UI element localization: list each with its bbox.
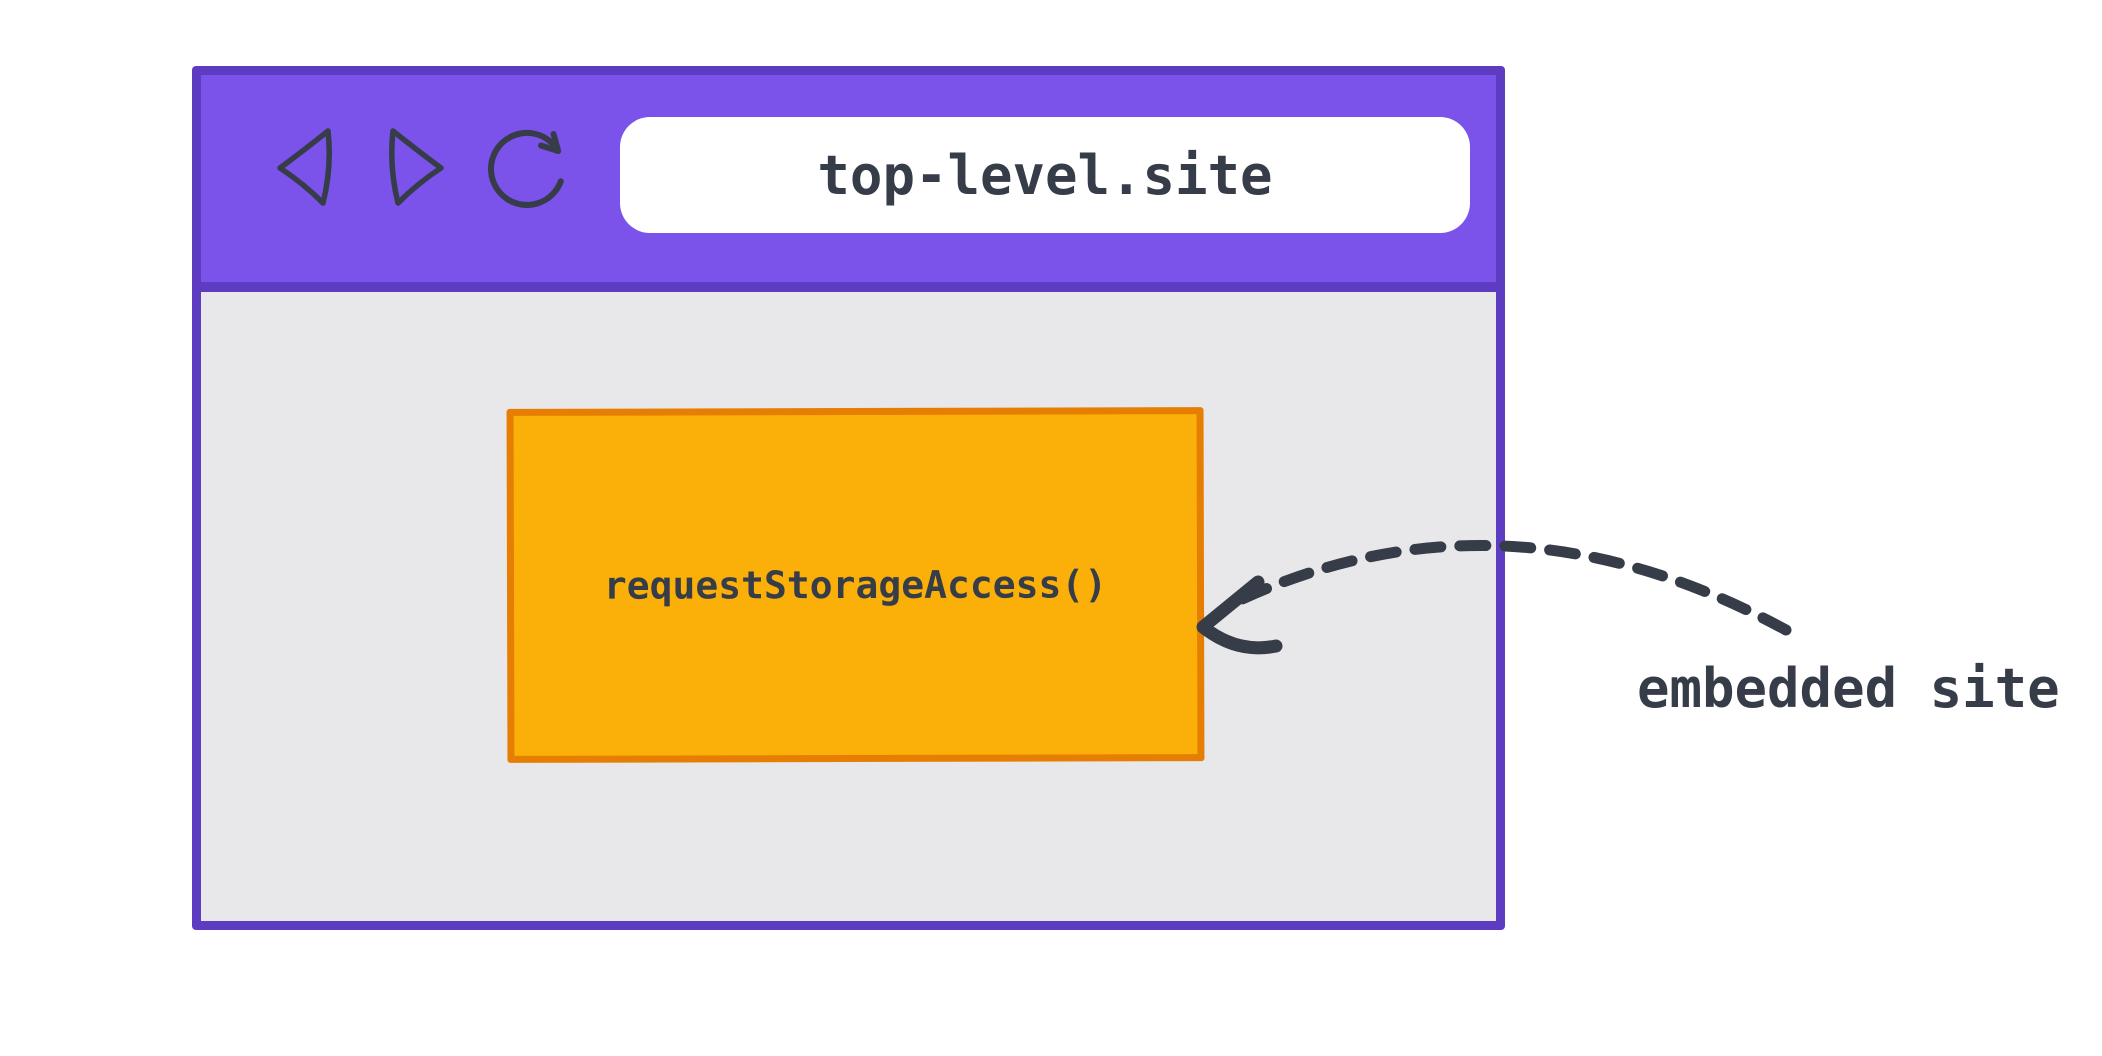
embedded-site-label: embedded site <box>1637 657 2060 720</box>
browser-window: top-level.site requestStorageAccess() <box>192 66 1505 930</box>
forward-icon[interactable] <box>388 127 446 207</box>
embedded-iframe[interactable]: requestStorageAccess() <box>506 407 1205 763</box>
browser-viewport: requestStorageAccess() <box>201 292 1496 911</box>
frame-api-label: requestStorageAccess() <box>603 562 1108 608</box>
browser-chrome-bar: top-level.site <box>201 75 1496 292</box>
reload-icon[interactable] <box>485 125 569 211</box>
url-text: top-level.site <box>817 143 1273 207</box>
back-icon[interactable] <box>275 127 333 207</box>
address-bar[interactable]: top-level.site <box>620 117 1470 233</box>
